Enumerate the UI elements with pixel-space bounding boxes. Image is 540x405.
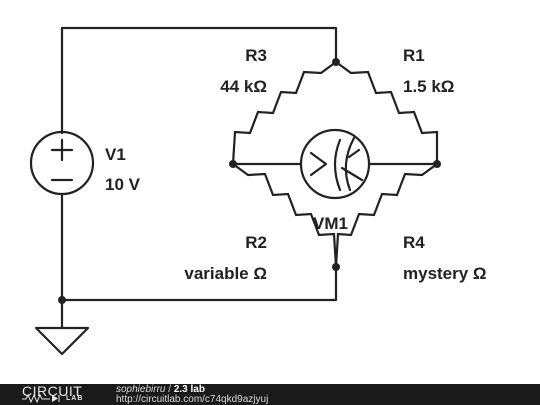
resistor-r1[interactable] — [335, 61, 439, 164]
r2-value: variable Ω — [184, 264, 267, 283]
r4-name: R4 — [403, 233, 425, 252]
node-ground — [58, 296, 66, 304]
voltmeter-vm1[interactable] — [299, 128, 371, 200]
r3-value: 44 kΩ — [220, 77, 267, 96]
resistor-r2[interactable] — [232, 163, 338, 268]
logo-text-circuit: CIRCUIT — [22, 383, 83, 399]
v1-value: 10 V — [105, 175, 141, 194]
v1-name: V1 — [105, 145, 126, 164]
wire-bottom — [60, 192, 338, 302]
logo-text-lab: LAB — [66, 395, 84, 402]
r2-name: R2 — [245, 233, 267, 252]
circuit-title[interactable]: 2.3 lab — [173, 384, 205, 395]
meter-scale-icon — [333, 138, 342, 192]
author-link[interactable]: sophiebirru — [116, 384, 166, 395]
circuitlab-logo[interactable]: CIRCUIT LAB — [22, 383, 92, 405]
resistor-r3[interactable] — [231, 61, 337, 165]
circuit-schematic: R3 44 kΩ R1 1.5 kΩ V1 10 V R2 variable Ω… — [29, 26, 487, 356]
wire-top — [60, 26, 338, 135]
footer-title-line: sophiebirru / 2.3 lab — [116, 384, 205, 395]
resistor-r4[interactable] — [334, 163, 438, 268]
vm1-name: VM1 — [313, 214, 348, 233]
node-bottom — [332, 263, 340, 271]
node-right — [433, 160, 441, 168]
r4-value: mystery Ω — [403, 264, 487, 283]
r1-value: 1.5 kΩ — [403, 77, 454, 96]
arrow-icon — [309, 151, 328, 177]
node-top — [332, 58, 340, 66]
ground-icon — [34, 326, 90, 356]
footer-separator: / — [165, 384, 174, 395]
r1-name: R1 — [403, 46, 425, 65]
logo-wave-icon — [22, 394, 60, 403]
r3-name: R3 — [245, 46, 267, 65]
voltage-source-v1[interactable] — [29, 130, 95, 196]
footer-bar: CIRCUIT LAB sophiebirru / 2.3 lab http:/… — [0, 383, 540, 405]
circuit-url[interactable]: http://circuitlab.com/c74qkd9azjyuj — [116, 394, 269, 405]
node-left — [229, 160, 237, 168]
